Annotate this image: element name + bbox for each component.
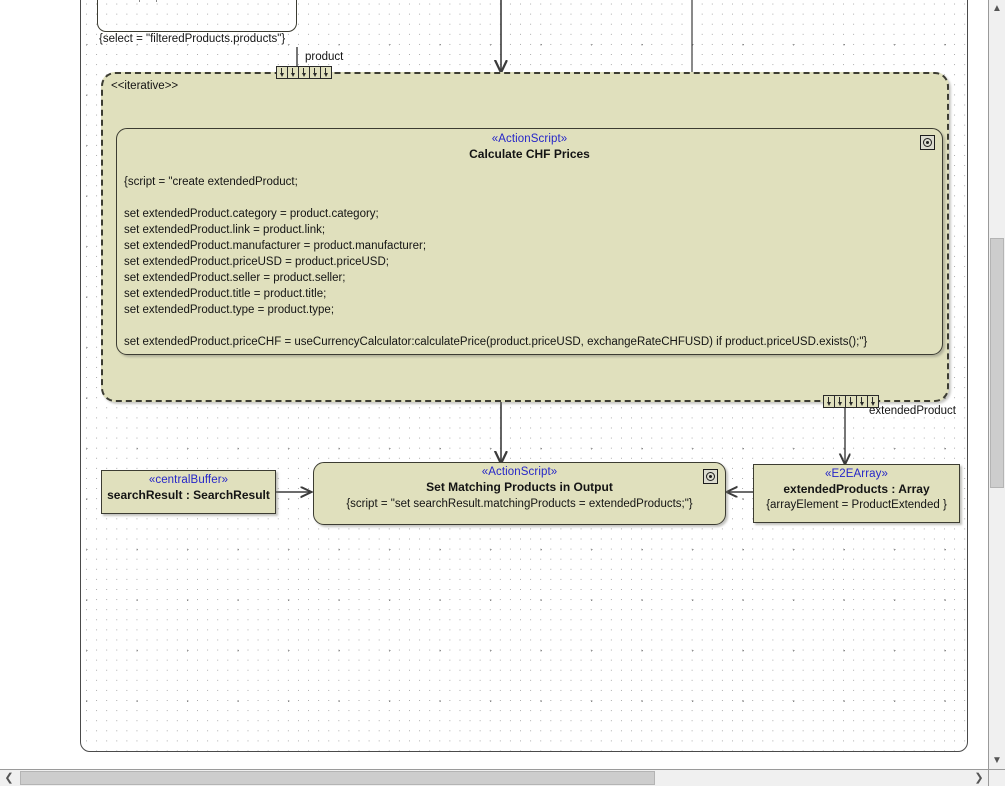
extended-products-array-name: extendedProducts : Array bbox=[754, 482, 959, 496]
diagram-canvas[interactable]: = «Transformation» {select = "filteredPr… bbox=[0, 0, 988, 758]
scrollbar-corner bbox=[988, 769, 1005, 786]
pin-cell bbox=[321, 67, 331, 78]
horizontal-scroll-thumb[interactable] bbox=[20, 771, 655, 785]
equals-icon: = bbox=[139, 0, 157, 2]
vertical-scrollbar[interactable]: ▲ ▼ bbox=[988, 0, 1005, 770]
calculate-chf-prices-script: {script = "create extendedProduct; set e… bbox=[124, 174, 942, 350]
node-extended-products-array[interactable]: «E2EArray» extendedProducts : Array {arr… bbox=[753, 464, 960, 523]
transformation-constraint: {select = "filteredProducts.products"} bbox=[99, 33, 285, 45]
pin-cell bbox=[857, 396, 868, 407]
set-matching-products-name: Set Matching Products in Output bbox=[314, 480, 725, 494]
set-matching-products-stereotype: «ActionScript» bbox=[314, 466, 725, 478]
pin-cell bbox=[846, 396, 857, 407]
horizontal-scrollbar[interactable]: ❮ ❯ bbox=[0, 769, 988, 786]
pin-cell bbox=[824, 396, 835, 407]
scroll-right-arrow[interactable]: ❯ bbox=[973, 773, 985, 784]
pin-cell bbox=[299, 67, 310, 78]
pin-label-product: product bbox=[305, 51, 343, 63]
pin-cell bbox=[277, 67, 288, 78]
search-result-buffer-stereotype: «centralBuffer» bbox=[102, 474, 275, 486]
scroll-down-arrow[interactable]: ▼ bbox=[989, 756, 1005, 766]
calculate-chf-prices-stereotype: «ActionScript» bbox=[117, 133, 942, 145]
transformation-stereotype: «Transformation» bbox=[160, 0, 250, 3]
action-script-icon bbox=[703, 469, 718, 484]
expansion-region-label: <<iterative>> bbox=[111, 80, 178, 92]
transformation-node-fragment[interactable]: = «Transformation» bbox=[97, 0, 297, 32]
expansion-input-pin-product[interactable] bbox=[276, 66, 332, 79]
extended-products-array-stereotype: «E2EArray» bbox=[754, 468, 959, 480]
action-script-icon bbox=[920, 135, 935, 150]
extended-products-array-constraint: {arrayElement = ProductExtended } bbox=[754, 499, 959, 511]
calculate-chf-prices-name: Calculate CHF Prices bbox=[117, 147, 942, 161]
pin-cell bbox=[835, 396, 846, 407]
pin-label-extendedproduct: extendedProduct bbox=[869, 405, 956, 417]
node-calculate-chf-prices[interactable]: «ActionScript» Calculate CHF Prices {scr… bbox=[116, 128, 943, 355]
node-search-result-buffer[interactable]: «centralBuffer» searchResult : SearchRes… bbox=[101, 470, 276, 514]
scroll-left-arrow[interactable]: ❮ bbox=[3, 773, 15, 784]
node-set-matching-products[interactable]: «ActionScript» Set Matching Products in … bbox=[313, 462, 726, 525]
set-matching-products-script: {script = "set searchResult.matchingProd… bbox=[314, 498, 725, 510]
pin-cell bbox=[288, 67, 299, 78]
vertical-scroll-thumb[interactable] bbox=[990, 238, 1004, 488]
search-result-buffer-name: searchResult : SearchResult bbox=[102, 488, 275, 502]
pin-cell bbox=[310, 67, 321, 78]
scroll-up-arrow[interactable]: ▲ bbox=[989, 4, 1005, 14]
